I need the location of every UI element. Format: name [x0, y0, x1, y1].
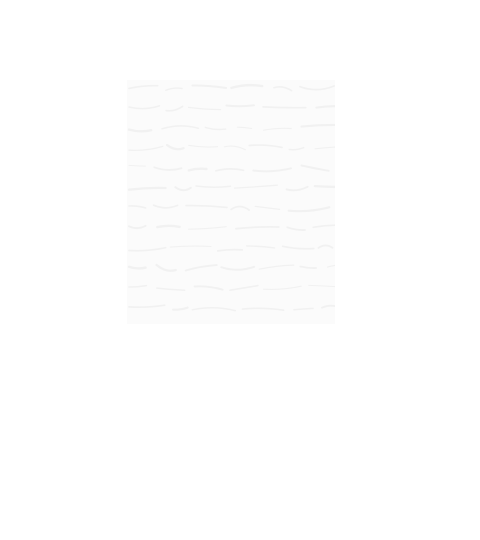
texture-stroke	[245, 245, 276, 249]
texture-stroke	[161, 125, 200, 130]
texture-stroke	[262, 127, 292, 131]
texture-stroke	[187, 167, 208, 172]
texture-stroke	[308, 284, 335, 288]
texture-stroke	[128, 145, 164, 152]
texture-stroke	[230, 205, 250, 211]
faint-texture-pattern-icon	[127, 83, 335, 312]
texture-stroke	[321, 304, 335, 309]
texture-stroke	[293, 307, 314, 311]
texture-stroke	[312, 224, 335, 229]
texture-stroke	[127, 186, 167, 191]
texture-stroke	[300, 164, 330, 172]
texture-stroke	[215, 168, 245, 172]
texture-stroke	[127, 265, 147, 270]
texture-stroke	[127, 128, 153, 133]
texture-stroke	[229, 284, 259, 291]
texture-stroke	[153, 166, 183, 171]
texture-stroke	[248, 144, 283, 149]
texture-stroke	[223, 145, 246, 151]
texture-stroke	[185, 204, 228, 209]
texture-stroke	[263, 285, 302, 291]
texture-stroke	[187, 106, 222, 111]
pattern-strokes	[127, 83, 335, 312]
texture-stroke	[299, 85, 335, 91]
texture-stroke	[165, 87, 183, 91]
faint-pattern-panel	[127, 80, 335, 324]
texture-stroke	[128, 164, 146, 167]
texture-stroke	[156, 287, 186, 292]
texture-stroke	[155, 263, 177, 272]
texture-stroke	[285, 185, 309, 192]
texture-stroke	[262, 106, 307, 109]
texture-stroke	[252, 167, 292, 173]
texture-stroke	[152, 204, 179, 209]
texture-stroke	[236, 126, 253, 130]
texture-stroke	[327, 264, 335, 268]
texture-stroke	[128, 304, 166, 309]
texture-stroke	[188, 144, 219, 148]
texture-stroke	[313, 184, 335, 189]
texture-stroke	[241, 307, 285, 311]
texture-stroke	[165, 143, 185, 151]
texture-stroke	[314, 146, 335, 150]
texture-stroke	[254, 205, 281, 211]
texture-stroke	[128, 84, 159, 90]
texture-stroke	[128, 224, 147, 230]
texture-stroke	[273, 86, 293, 92]
texture-stroke	[191, 84, 228, 89]
texture-stroke	[299, 265, 317, 269]
texture-stroke	[195, 185, 232, 188]
texture-stroke	[235, 225, 280, 230]
texture-stroke	[174, 186, 192, 192]
texture-stroke	[128, 105, 161, 110]
texture-stroke	[230, 83, 264, 90]
texture-stroke	[286, 226, 306, 231]
texture-stroke	[128, 246, 167, 252]
texture-stroke	[220, 265, 256, 271]
texture-stroke	[258, 264, 295, 270]
texture-stroke	[191, 307, 237, 312]
texture-stroke	[281, 245, 315, 250]
texture-stroke	[288, 146, 305, 151]
texture-stroke	[216, 248, 244, 252]
texture-stroke	[128, 284, 148, 288]
texture-stroke	[165, 105, 184, 112]
texture-stroke	[156, 224, 181, 229]
texture-stroke	[187, 226, 227, 230]
texture-stroke	[317, 244, 334, 249]
texture-stroke	[172, 306, 189, 311]
texture-stroke	[225, 104, 255, 108]
texture-stroke	[287, 206, 331, 213]
texture-stroke	[193, 285, 224, 291]
texture-stroke	[184, 264, 218, 272]
texture-stroke	[128, 205, 147, 209]
texture-stroke	[315, 105, 335, 109]
texture-stroke	[169, 245, 212, 248]
texture-stroke	[204, 126, 227, 131]
texture-stroke	[300, 123, 335, 128]
texture-stroke	[233, 184, 278, 189]
